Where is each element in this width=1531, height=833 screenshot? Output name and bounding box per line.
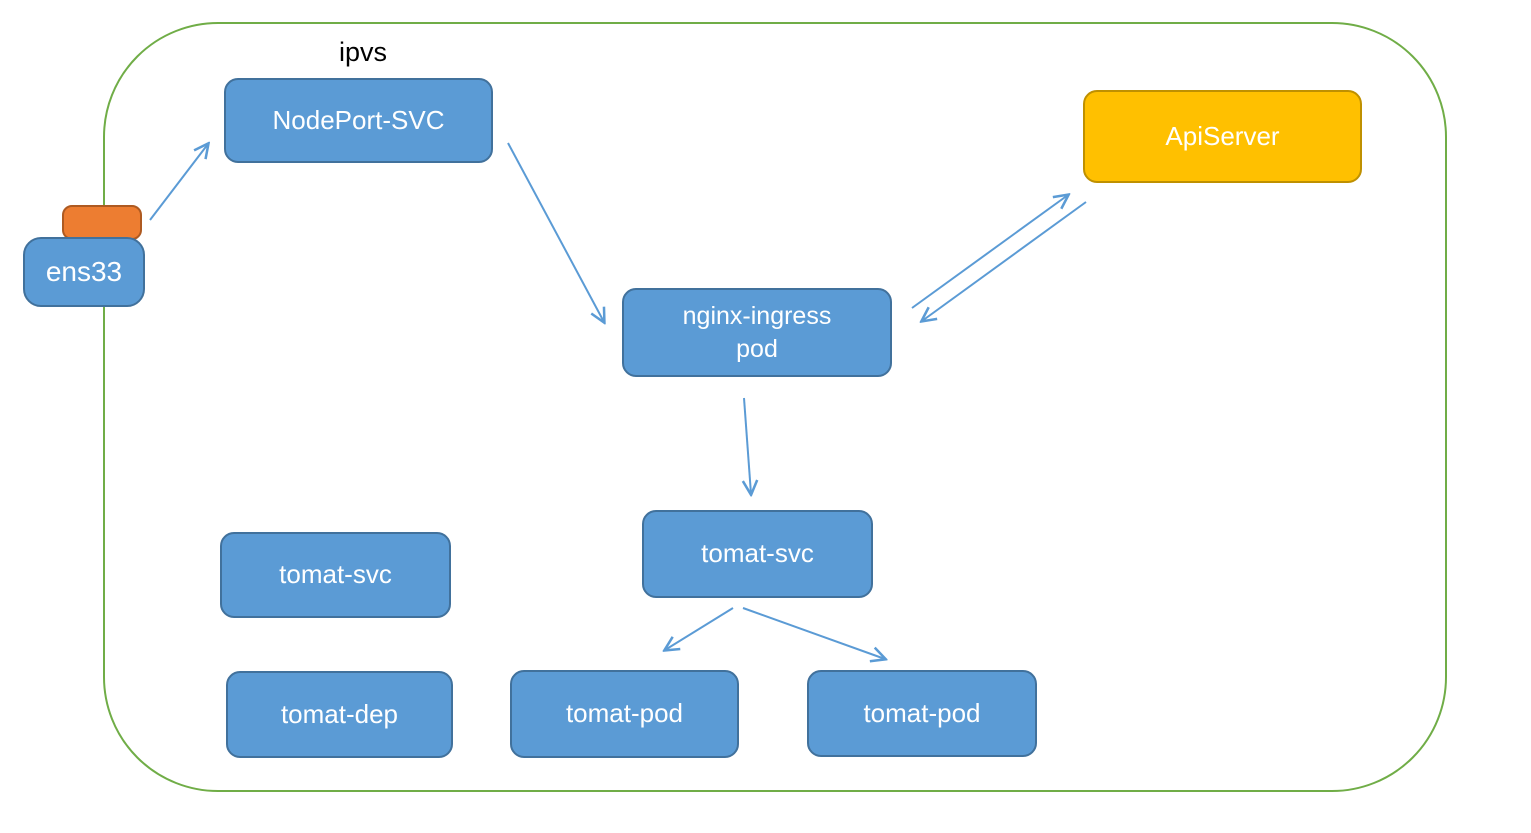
nic-port-tab	[62, 205, 142, 240]
cluster-boundary	[103, 22, 1447, 792]
node-tomat-svc-left: tomat-svc	[220, 532, 451, 618]
node-tomat-dep: tomat-dep	[226, 671, 453, 758]
ipvs-label: ipvs	[338, 37, 387, 67]
node-tomat-pod-right: tomat-pod	[807, 670, 1037, 757]
node-ens33: ens33	[23, 237, 145, 307]
node-tomat-pod-left: tomat-pod	[510, 670, 739, 758]
node-nodeport-svc: NodePort-SVC	[224, 78, 493, 163]
node-nginx-ingress-pod: nginx-ingress pod	[622, 288, 892, 377]
node-tomat-svc-center: tomat-svc	[642, 510, 873, 598]
node-apiserver: ApiServer	[1083, 90, 1362, 183]
